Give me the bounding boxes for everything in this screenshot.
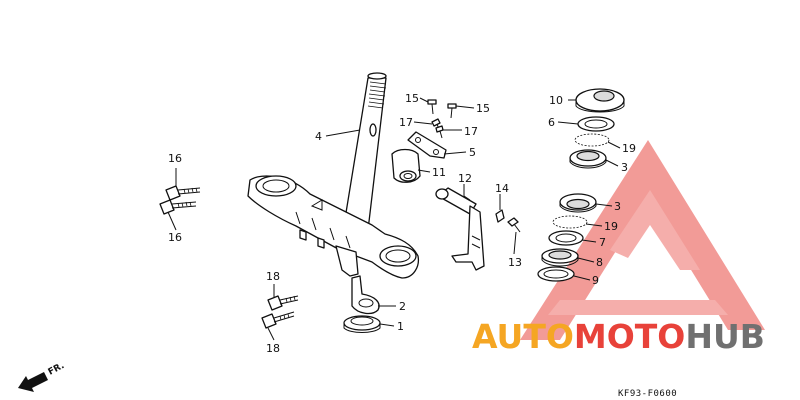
part-16-bolt-upper: [165, 185, 201, 201]
callout-3a: 3: [621, 161, 628, 174]
arrow-icon: [18, 372, 48, 392]
callout-2: 2: [399, 300, 406, 313]
callout-labels: 1 2 3 3 4 5 6 7 8 9 10 11 12 13 14 15 15…: [168, 92, 636, 355]
callout-7: 7: [599, 236, 606, 249]
watermark-triangle-base: [548, 300, 728, 315]
part-19-ball-bearing-lower: [552, 215, 588, 229]
watermark-triangle-outer: [520, 140, 765, 340]
callout-16a: 16: [168, 152, 182, 165]
callout-15a: 15: [405, 92, 419, 105]
part-6-cone-race: [577, 116, 615, 132]
callout-16b: 16: [168, 231, 182, 244]
callout-18a: 18: [266, 270, 280, 283]
callout-17b: 17: [464, 125, 478, 138]
part-3-ball-race-lower: [559, 193, 597, 213]
part-15-screw-b: [447, 103, 457, 119]
front-direction-arrow: FR.: [18, 361, 66, 392]
callout-8: 8: [596, 256, 603, 269]
part-8-dust-seal: [541, 248, 579, 267]
callout-17a: 17: [399, 116, 413, 129]
watermark-part-hub: HUB: [685, 317, 765, 356]
part-10-lock-nut: [575, 88, 625, 113]
diagram-code: KF93-F0600: [618, 389, 677, 399]
part-14-washer: [495, 209, 505, 223]
part-11-cushion: [391, 148, 421, 183]
callout-14: 14: [495, 182, 509, 195]
part-18-bolt-lower: [261, 311, 295, 329]
leader-lines: [167, 97, 621, 341]
part-15-screw-a: [427, 99, 437, 115]
callout-13: 13: [508, 256, 522, 269]
watermark-text: AUTOMOTOHUB: [472, 317, 765, 356]
callout-4: 4: [315, 130, 322, 143]
watermark-part-moto: MOTO: [574, 317, 685, 356]
callout-6: 6: [548, 116, 555, 129]
callout-10: 10: [549, 94, 563, 107]
part-9-washer: [537, 266, 575, 282]
watermark-triangle-logo: [520, 140, 765, 340]
part-12-lock-assembly: [435, 184, 485, 271]
callout-19a: 19: [622, 142, 636, 155]
callout-11: 11: [432, 166, 446, 179]
watermark-part-auto: AUTO: [472, 317, 574, 356]
callout-1: 1: [397, 320, 404, 333]
callout-12: 12: [458, 172, 472, 185]
watermark-triangle-inner: [610, 190, 700, 270]
part-16-bolt-lower: [159, 199, 197, 215]
part-4-steering-stem: [247, 72, 420, 279]
callout-3b: 3: [614, 200, 621, 213]
callout-15b: 15: [476, 102, 490, 115]
callout-18b: 18: [266, 342, 280, 355]
part-18-bolt-upper: [267, 295, 299, 311]
direction-label: FR.: [47, 361, 66, 378]
callout-9: 9: [592, 274, 599, 287]
part-2-plate: [351, 275, 380, 315]
callout-5: 5: [469, 146, 476, 159]
part-19-ball-bearing-upper: [574, 133, 610, 147]
part-13-bolt: [507, 217, 521, 233]
part-1-dust-seal: [343, 315, 381, 333]
callout-19b: 19: [604, 220, 618, 233]
part-7-cone-race-lower: [548, 230, 584, 246]
part-3-ball-race-upper: [569, 149, 607, 169]
